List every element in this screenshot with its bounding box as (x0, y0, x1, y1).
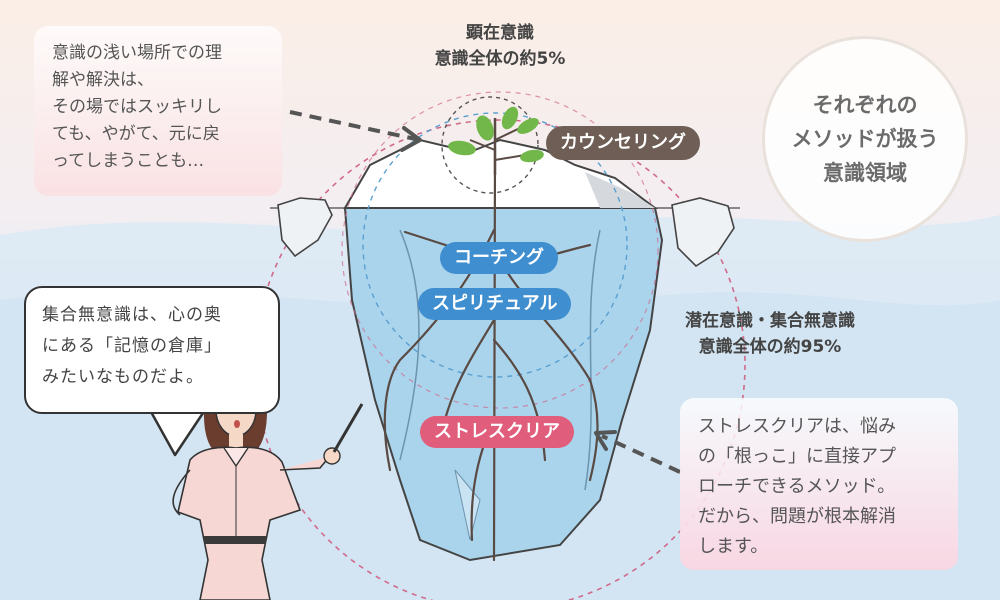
iceberg-tip (343, 138, 658, 209)
subconscious-title: 潜在意識・集合無意識 (685, 311, 855, 331)
method-stress-clear-badge: ストレスクリア (420, 416, 574, 448)
arrow-bottom-right (594, 430, 681, 474)
ice-block-left (277, 197, 333, 258)
iceberg-tip-shadow (585, 172, 655, 208)
method-spiritual-badge: スピリチュアル (418, 288, 572, 320)
note-text: 意識の浅い場所での理 解や解決は、 その場ではスッキリし ても、やがて、元に戻 … (52, 43, 222, 171)
conscious-label: 顕在意識 意識全体の約5% (410, 20, 590, 72)
method-counseling-badge: カウンセリング (546, 126, 700, 160)
speech-bubble-tail (148, 409, 207, 457)
sprout-icon (448, 106, 544, 175)
note-text: ストレスクリアは、悩み の「根っこ」に直接アプ ローチできるメソッド。 だから、… (698, 416, 896, 557)
conscious-circle (441, 96, 539, 194)
ice-block-right (671, 197, 735, 268)
iceberg-facet (454, 469, 481, 541)
diagram-title-circle: それぞれの メソッドが扱う 意識領域 (762, 36, 968, 242)
note-shallow-consciousness: 意識の浅い場所での理 解や解決は、 その場ではスッキリし ても、やがて、元に戻 … (34, 26, 282, 196)
collective-unconscious-circle (254, 119, 746, 600)
subconscious-percentage: 意識全体の約95% (698, 337, 842, 357)
speech-bubble-text: 集合無意識は、心の奥 にある「記憶の倉庫」 みたいなものだよ。 (42, 305, 222, 387)
note-stress-clear: ストレスクリアは、悩み の「根っこ」に直接アプ ローチできるメソッド。 だから、… (680, 398, 958, 570)
subconscious-label: 潜在意識・集合無意識 意識全体の約95% (660, 308, 880, 360)
method-coaching-badge: コーチング (440, 242, 558, 274)
subconscious-circle (362, 112, 628, 378)
iceberg-facet (584, 229, 601, 491)
outer-conscious-circle (341, 91, 659, 409)
pointer-stick (332, 403, 364, 453)
conscious-percentage: 意識全体の約5% (434, 49, 566, 69)
conscious-title: 顕在意識 (466, 23, 534, 43)
speech-bubble: 集合無意識は、心の奥 にある「記憶の倉庫」 みたいなものだよ。 (24, 286, 280, 414)
arrow-top-left (289, 110, 422, 152)
